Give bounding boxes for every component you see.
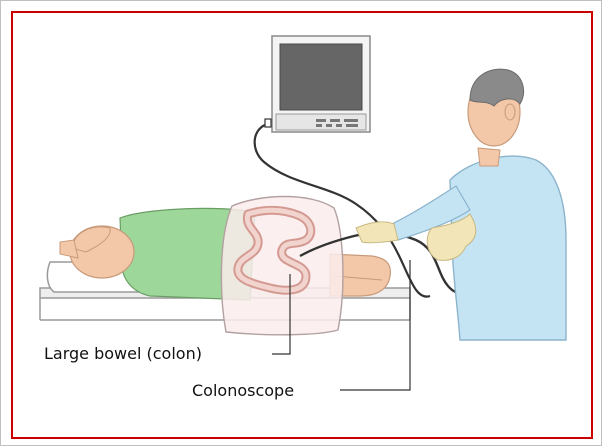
monitor	[272, 36, 370, 132]
patient-head	[70, 226, 134, 278]
colonoscope-label: Colonoscope	[192, 382, 294, 400]
doctor	[356, 69, 566, 340]
large-bowel-label: Large bowel (colon)	[44, 345, 202, 363]
